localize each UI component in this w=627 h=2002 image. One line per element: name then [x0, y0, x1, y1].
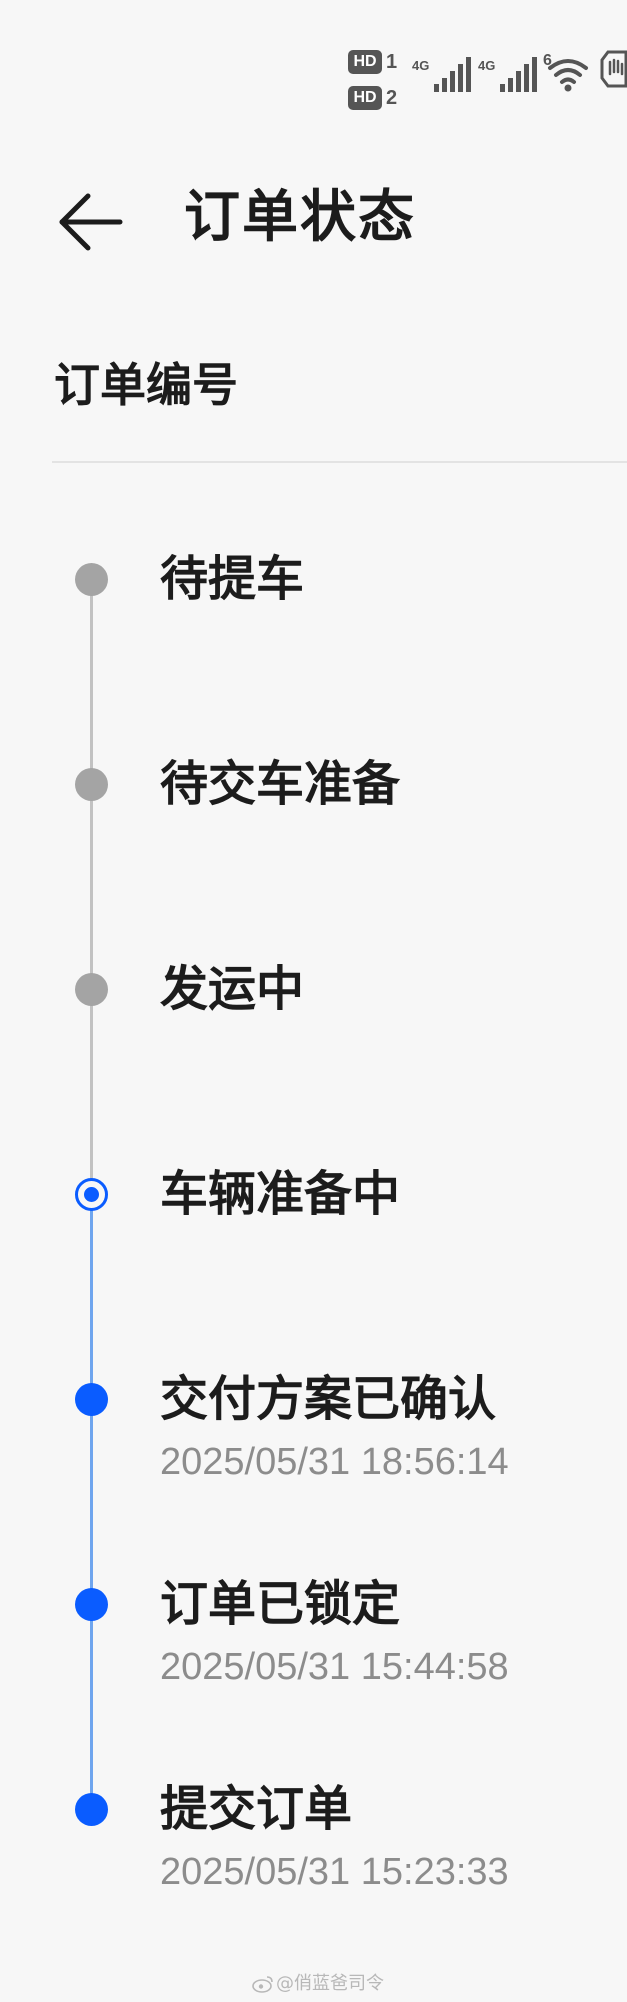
status-dot-done: [75, 1383, 108, 1416]
step-title: 发运中: [160, 961, 305, 1017]
status-dot-pending: [75, 563, 108, 596]
divider: [52, 461, 627, 463]
hd-badge: HD: [348, 86, 382, 110]
hand-icon: [600, 50, 627, 88]
watermark: @俏蓝爸司令: [252, 1972, 384, 1996]
sim1-number: 1: [386, 51, 398, 73]
hd-sim1-indicator: HD 1: [348, 50, 402, 76]
weibo-icon: [252, 1976, 273, 1993]
wifi-standard-label: 6: [543, 52, 552, 69]
step-title: 订单已锁定: [160, 1576, 401, 1632]
signal-icon: [500, 57, 537, 92]
status-dot-pending: [75, 973, 108, 1006]
timeline-connector-done: [90, 1194, 93, 1809]
network-type-label: 4G: [412, 58, 430, 73]
timeline-connector-pending: [90, 579, 93, 1194]
network-type-label: 4G: [478, 58, 496, 73]
order-number-label: 订单编号: [54, 358, 238, 412]
status-dot-pending: [75, 768, 108, 801]
sim2-number: 2: [386, 87, 398, 109]
step-timestamp: 2025/05/31 18:56:14: [160, 1441, 509, 1483]
step-title: 车辆准备中: [160, 1166, 401, 1222]
status-bar: HD 1 HD 2 4G 4G 6: [348, 44, 627, 114]
status-dot-done: [75, 1588, 108, 1621]
signal-icon: [434, 57, 471, 92]
page-title: 订单状态: [184, 185, 416, 250]
step-title: 待交车准备: [160, 756, 401, 812]
hd-sim2-indicator: HD 2: [348, 86, 402, 112]
step-title: 待提车: [160, 551, 305, 607]
watermark-text: @俏蓝爸司令: [276, 1973, 384, 1994]
hd-badge: HD: [348, 50, 382, 74]
status-dot-current: [75, 1178, 108, 1211]
status-dot-done: [75, 1793, 108, 1826]
step-title: 交付方案已确认: [160, 1371, 497, 1427]
wifi-icon: [548, 59, 588, 92]
step-title: 提交订单: [160, 1781, 353, 1837]
step-timestamp: 2025/05/31 15:23:33: [160, 1851, 509, 1893]
step-timestamp: 2025/05/31 15:44:58: [160, 1646, 509, 1688]
arrow-left-icon[interactable]: [54, 186, 126, 258]
